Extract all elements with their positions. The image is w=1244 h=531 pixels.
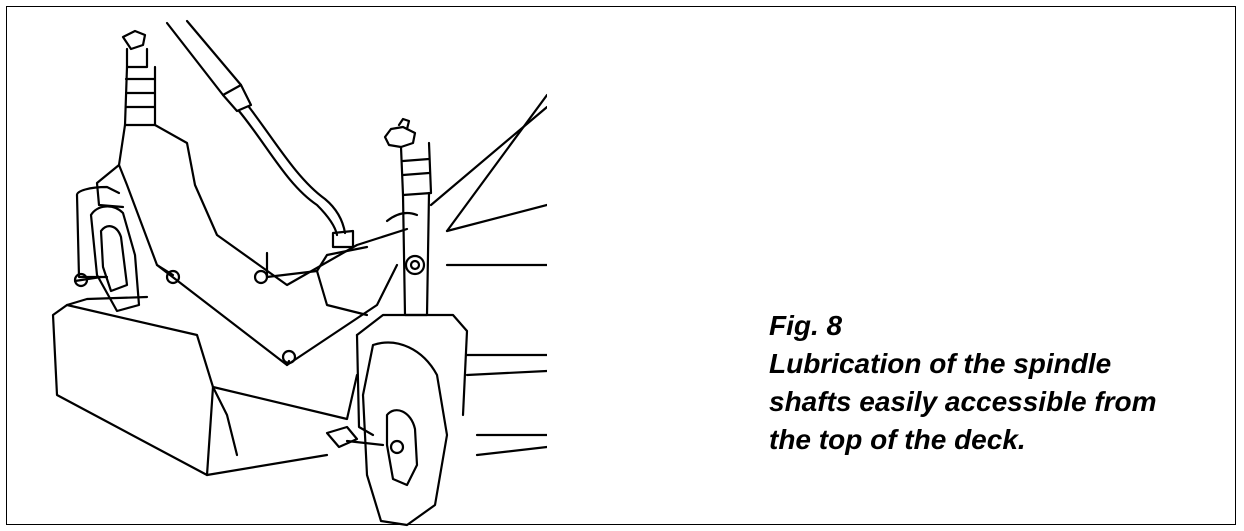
mower-deck	[53, 187, 547, 475]
figure-caption: Fig. 8 Lubrication of the spindle shafts…	[769, 307, 1157, 459]
figure-label: Fig. 8	[769, 310, 843, 341]
caption-line-1: Lubrication of the spindle	[769, 348, 1112, 379]
figure-frame: Fig. 8 Lubrication of the spindle shafts…	[6, 6, 1236, 525]
grease-hose	[167, 21, 353, 247]
deck-edge-lines	[387, 95, 547, 265]
right-wheel	[327, 315, 467, 525]
deck-frame-arm	[75, 125, 407, 365]
caption-line-2: shafts easily accessible from	[769, 386, 1157, 417]
caption-line-3: the top of the deck.	[769, 424, 1026, 455]
left-spindle-handle	[123, 31, 155, 125]
mower-deck-illustration	[27, 15, 547, 530]
left-wheel	[75, 206, 139, 311]
